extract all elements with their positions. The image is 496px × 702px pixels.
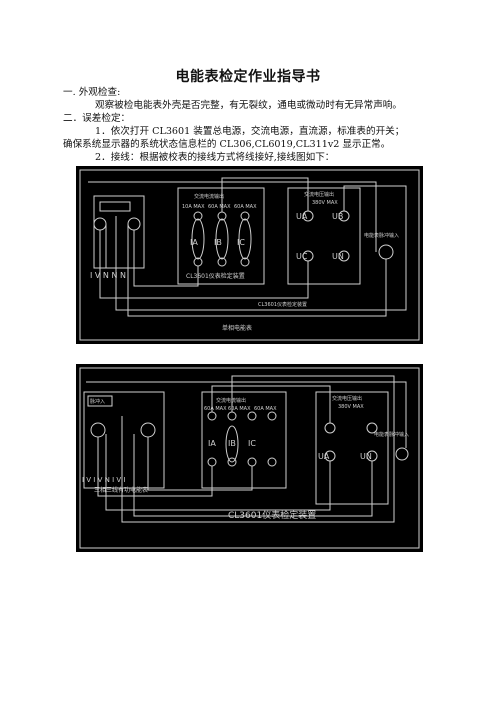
meter-terminal-labels: I V I V N I V I [82, 476, 125, 484]
voltage-label-ua: UA [296, 212, 308, 221]
voltage-label-uc: UC [296, 252, 308, 261]
step-2-line: 2．接线：根据被校表的接线方式将线接好,接线图如下： [95, 152, 335, 163]
voltage-range: 380V MAX [312, 200, 338, 206]
wiring-diagram-three-phase: 脉冲入 交流电流输出 60A MAX 60A MAX 60A MAX 交流电压输… [76, 364, 423, 552]
section-heading-error: 二．误差检定： [63, 113, 131, 124]
voltage-range: 380V MAX [338, 404, 364, 410]
current-box-title: 交流电流输出 [216, 397, 246, 404]
current-box-title: 交流电流输出 [194, 193, 224, 200]
current-box-caption: CL3601仪表检定装置 [186, 272, 245, 280]
section-heading-appearance: 一. 外观检查: [63, 87, 121, 98]
pulse-input-label: 电能表脉冲输入 [374, 431, 409, 438]
voltage-box-title: 交流电压输出 [332, 395, 362, 402]
voltage-box-title: 交流电压输出 [304, 191, 334, 198]
voltage-label-ub: UB [332, 212, 343, 221]
step-1-line: 1．依次打开 CL3601 装置总电源，交流电源，直流源，标准表的开关； [95, 126, 405, 137]
device-label: CL3601仪表检定装置 [258, 301, 307, 308]
voltage-label-un: UN [360, 452, 372, 461]
step-1-continuation: 确保系统显示器的系统状态信息栏的 CL306,CL6019,CL311v2 显示… [63, 139, 391, 150]
current-label-a: IA [208, 439, 216, 448]
current-label-c: IC [237, 238, 245, 247]
device-label: CL3601仪表检定装置 [228, 509, 316, 521]
diagram-caption: 单相电能表 [222, 324, 252, 332]
meter-caption: 三相三线有功电能表 [94, 486, 148, 494]
meter-terminal-labels: I V N N N [90, 271, 126, 280]
current-range-c: 60A MAX [254, 406, 277, 412]
current-label-b: IB [228, 439, 236, 448]
voltage-label-un: UN [332, 252, 344, 261]
current-range-a: 60A MAX [204, 406, 227, 412]
current-range-b: 60A MAX [228, 406, 251, 412]
current-label-a: IA [190, 238, 198, 247]
wiring-diagram-single-phase: 交流电流输出 10A MAX 60A MAX 60A MAX 交流电压输出 38… [76, 166, 423, 344]
voltage-label-ua: UA [318, 452, 330, 461]
current-range-a: 10A MAX [182, 204, 205, 210]
current-label-c: IC [248, 439, 256, 448]
pulse-input-label: 电能表脉冲输入 [364, 232, 399, 239]
current-range-c: 60A MAX [234, 204, 257, 210]
document-title: 电能表检定作业指导书 [175, 69, 321, 85]
paragraph-appearance: 观察被检电能表外壳是否完整，有无裂纹，通电或微动时有无异常声响。 [95, 100, 402, 111]
current-range-b: 60A MAX [208, 204, 231, 210]
current-label-b: IB [214, 238, 222, 247]
pulse-out-label: 脉冲入 [90, 398, 105, 405]
